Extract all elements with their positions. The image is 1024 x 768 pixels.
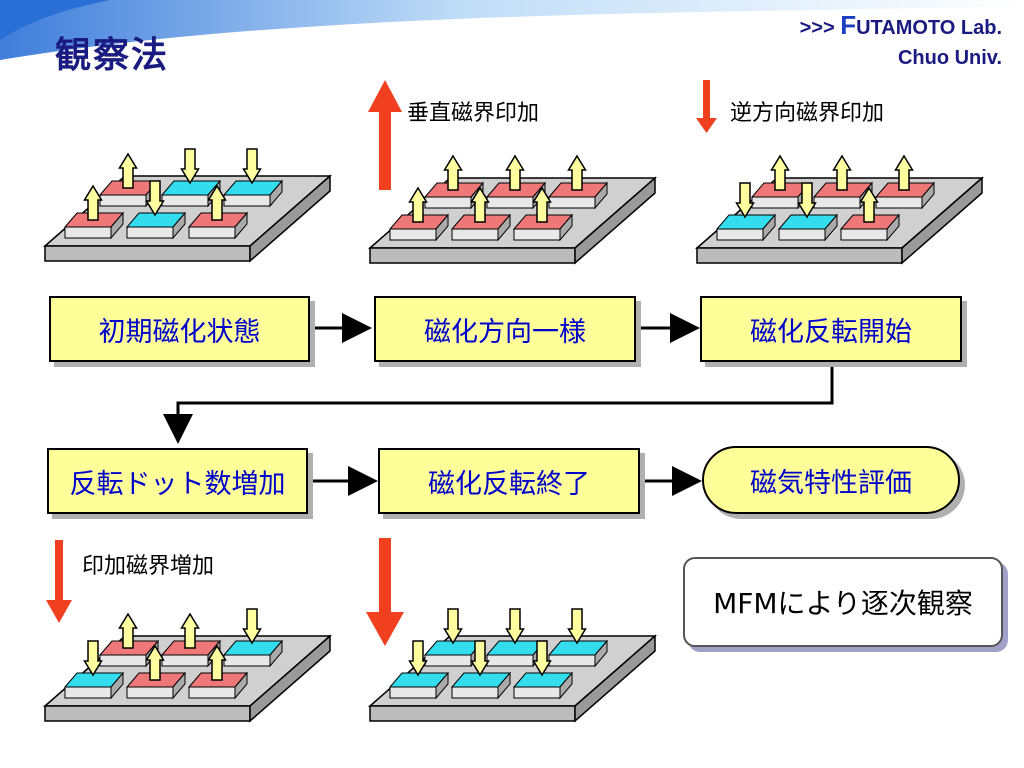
- lab-credit: >>> FUTAMOTO Lab. Chuo Univ.: [800, 10, 1002, 73]
- step-reversal-start: 磁化反転開始: [700, 296, 962, 362]
- plate-front: [44, 245, 251, 262]
- magnetization-down-arrow: [443, 608, 463, 645]
- step-dot-increase: 反転ドット数増加: [47, 448, 308, 514]
- plate-side: [249, 634, 331, 723]
- lab-name: UTAMOTO Lab.: [856, 17, 1002, 39]
- magnetization-up-arrow: [145, 644, 165, 681]
- dot: [63, 671, 125, 700]
- magnetization-up-arrow: [470, 186, 490, 223]
- magnetization-up-arrow: [118, 612, 138, 649]
- magnetization-up-arrow: [408, 186, 428, 223]
- magnetization-down-arrow: [470, 640, 490, 677]
- label-reverse-field: 逆方向磁界印加: [730, 101, 885, 126]
- field-arrow-down-small: [696, 80, 717, 133]
- magnetization-up-arrow: [770, 154, 790, 191]
- field-arrow-up: [368, 80, 402, 190]
- magnetization-down-arrow: [242, 608, 262, 645]
- plate-initial: [43, 148, 332, 263]
- plate-side: [574, 176, 656, 265]
- magnetization-up-arrow: [443, 154, 463, 191]
- magnetization-up-arrow: [567, 154, 587, 191]
- magnetization-down-arrow: [505, 608, 525, 645]
- magnetization-down-arrow: [242, 148, 262, 185]
- magnetization-down-arrow: [83, 640, 103, 677]
- dot: [222, 639, 284, 668]
- magnetization-down-arrow: [797, 182, 817, 219]
- magnetization-up-arrow: [894, 154, 914, 191]
- observation-note: MFMにより逐次観察: [683, 557, 1003, 647]
- magnetization-up-arrow: [505, 154, 525, 191]
- magnetization-down-arrow: [532, 640, 552, 677]
- dot: [839, 213, 901, 242]
- magnetization-down-arrow: [567, 608, 587, 645]
- dot: [388, 671, 450, 700]
- step-evaluation: 磁気特性評価: [702, 446, 960, 514]
- dot: [450, 671, 512, 700]
- dot: [187, 211, 249, 240]
- dot: [125, 211, 187, 240]
- page-title: 観察法: [55, 35, 170, 76]
- plate-side: [574, 634, 656, 723]
- dot: [388, 213, 450, 242]
- step-reversal-end: 磁化反転終了: [378, 448, 640, 514]
- magnetization-up-arrow: [832, 154, 852, 191]
- magnetization-up-arrow: [859, 186, 879, 223]
- magnetization-up-arrow: [207, 644, 227, 681]
- magnetization-down-arrow: [735, 182, 755, 219]
- magnetization-up-arrow: [118, 152, 138, 189]
- field-arrow-down-left: [46, 540, 72, 623]
- plate-side: [249, 174, 331, 263]
- magnetization-down-arrow: [180, 148, 200, 185]
- label-increase-field: 印加磁界増加: [82, 554, 215, 579]
- plate-reversal-end: [368, 608, 657, 723]
- magnetization-down-arrow: [145, 180, 165, 217]
- plate-front: [44, 705, 251, 722]
- header-band: [0, 0, 1024, 60]
- magnetization-down-arrow: [408, 640, 428, 677]
- magnetization-up-arrow: [83, 184, 103, 221]
- lab-university: Chuo Univ.: [897, 47, 1002, 69]
- plate-side: [901, 176, 983, 265]
- lab-prefix: >>>: [799, 17, 835, 39]
- magnetization-up-arrow: [207, 184, 227, 221]
- plate-uniform: [368, 154, 657, 265]
- dot: [512, 671, 574, 700]
- plate-front: [696, 247, 903, 264]
- field-arrow-down-big: [366, 538, 404, 646]
- dot: [777, 213, 839, 242]
- magnetization-up-arrow: [532, 186, 552, 223]
- lab-initial: F: [840, 10, 857, 40]
- flow-arrow-3: [163, 362, 834, 444]
- dot: [222, 179, 284, 208]
- label-perpendicular-field: 垂直磁界印加: [407, 101, 540, 126]
- dot: [547, 639, 609, 668]
- plate-front: [369, 247, 576, 264]
- dot: [715, 213, 777, 242]
- plate-dot-increase: [43, 608, 332, 723]
- magnetization-up-arrow: [180, 612, 200, 649]
- step-initial: 初期磁化状態: [49, 296, 310, 362]
- plate-reversal-start: [695, 154, 984, 265]
- plate-front: [369, 705, 576, 722]
- step-uniform: 磁化方向一様: [374, 296, 636, 362]
